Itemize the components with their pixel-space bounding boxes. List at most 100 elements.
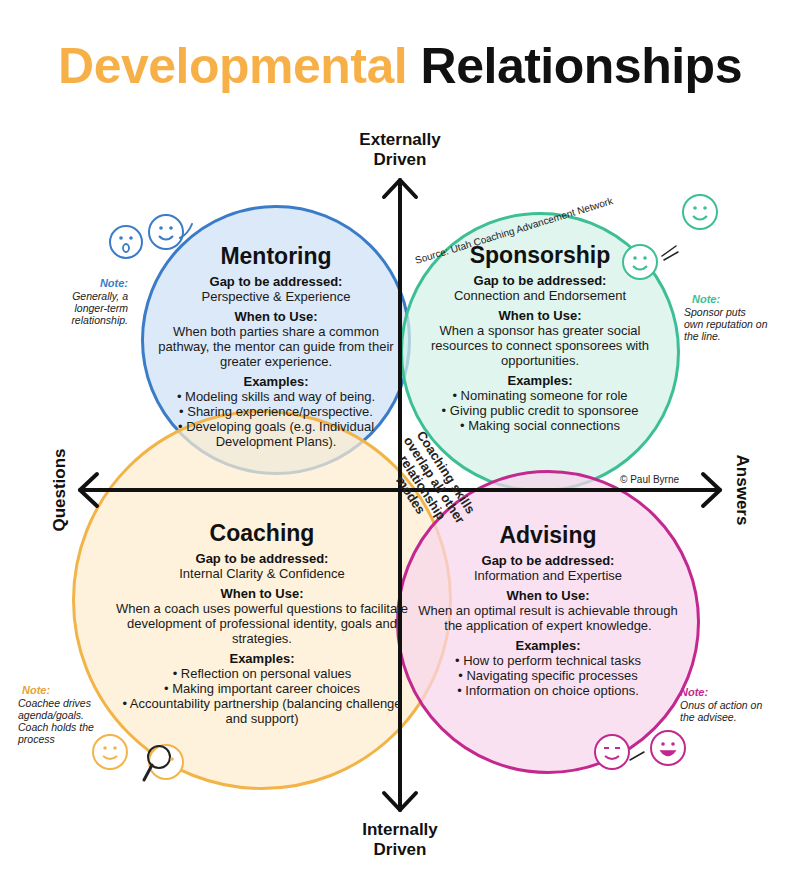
note-text: Generally, a longer-term relationship. (46, 290, 128, 326)
circle-shape (143, 207, 410, 474)
arrow-head (384, 180, 416, 197)
arrow-head (80, 474, 97, 506)
face-eye (169, 226, 173, 230)
face-eye (661, 742, 665, 746)
axis-label: Questions (50, 448, 70, 531)
face-eye (170, 757, 174, 761)
face-outline (595, 735, 629, 769)
body-text: When both parties share a common pathway… (158, 324, 394, 369)
face-outline (149, 745, 183, 779)
arrow-head (384, 793, 416, 810)
copyright-note: © Paul Byrne (620, 474, 679, 486)
body-text: Internal Clarity & Confidence (116, 566, 408, 581)
face-mouth (123, 244, 129, 252)
coaching-circle: CoachingGap to be addressed:Internal Cla… (72, 410, 452, 790)
section-label: Gap to be addressed: (158, 274, 394, 289)
section-label: Gap to be addressed: (116, 551, 408, 566)
section-label: Gap to be addressed: (417, 553, 679, 568)
face-mouth (633, 266, 647, 270)
face-icon (144, 745, 183, 780)
face-outline (651, 731, 685, 765)
note-text: Sponsor puts own reputation on the line. (684, 306, 768, 342)
face-icon (623, 245, 678, 279)
face-mouth (693, 216, 707, 220)
title-area: Developmental Relationships (0, 36, 800, 96)
section-label: When to Use: (417, 588, 679, 603)
body-text: Information and Expertise (417, 568, 679, 583)
section-label: Gap to be addressed: (415, 273, 665, 288)
body-text: • Developing goals (e.g. Individual Deve… (158, 419, 394, 449)
face-eye (693, 206, 697, 210)
circle-text: AdvisingGap to be addressed:Information … (417, 522, 679, 698)
body-text: • Giving public credit to sponsoree (415, 403, 665, 418)
section-label: When to Use: (116, 586, 408, 601)
arrow-head (703, 474, 720, 506)
axis-arrows (80, 180, 720, 810)
body-text: • Sharing experience/perspective. (158, 404, 394, 419)
axis-label: Internally Driven (350, 820, 450, 860)
body-text: • Information on choice options. (417, 683, 679, 698)
pointing-hand (630, 752, 644, 760)
face-icon (595, 735, 644, 769)
circle-text: SponsorshipGap to be addressed:Connectio… (415, 242, 665, 433)
axis-label: Externally Driven (350, 130, 450, 170)
circle-heading: Coaching (116, 520, 408, 546)
body-text: • Modeling skills and way of being. (158, 389, 394, 404)
body-text: • Accountability partnership (balancing … (116, 696, 408, 726)
face-eye (703, 206, 707, 210)
circle-shape (74, 412, 451, 789)
face-mouth (103, 756, 117, 759)
body-text: • Nominating someone for role (415, 388, 665, 403)
note-text: Coachee drives agenda/goals. Coach holds… (18, 697, 106, 745)
face-eye (671, 742, 675, 746)
axis-label: Answers (732, 455, 752, 526)
face-mouth (661, 751, 675, 756)
face-outline (683, 195, 717, 229)
circle-text: MentoringGap to be addressed:Perspective… (158, 243, 394, 449)
section-label: Examples: (417, 638, 679, 653)
face-icon (651, 731, 685, 765)
face-eye (129, 236, 133, 240)
section-label: When to Use: (415, 308, 665, 323)
note-text: Onus of action on the advisee. (680, 699, 766, 723)
face-eye (119, 236, 123, 240)
body-text: Connection and Endorsement (415, 288, 665, 303)
body-text: Perspective & Experience (158, 289, 394, 304)
section-label: Examples: (116, 651, 408, 666)
body-text: When an optimal result is achievable thr… (417, 603, 679, 633)
face-eye (604, 747, 620, 749)
face-eye (633, 256, 637, 260)
face-outline (93, 735, 127, 769)
face-icon (683, 195, 717, 229)
face-outline (110, 226, 142, 258)
body-text: • Making important career choices (116, 681, 408, 696)
handshake-stroke (662, 246, 678, 260)
face-eye (159, 226, 163, 230)
body-text: When a coach uses powerful questions to … (116, 601, 408, 646)
face-icon (93, 735, 127, 769)
note-heading: Note: (60, 277, 128, 289)
note-heading: Note: (680, 686, 740, 698)
face-icon (149, 215, 192, 249)
magnifier-handle (144, 765, 152, 780)
face-eye (643, 256, 647, 260)
face-mouth (605, 756, 619, 759)
body-text: • Reflection on personal values (116, 666, 408, 681)
body-text: • Making social connections (415, 418, 665, 433)
face-eye (113, 746, 117, 750)
body-text: • How to perform technical tasks (417, 653, 679, 668)
face-icon (110, 226, 142, 258)
note-heading: Note: (22, 684, 82, 696)
title-text: Developmental Relationships (58, 36, 742, 96)
section-label: When to Use: (158, 309, 394, 324)
body-text: When a sponsor has greater social resour… (415, 323, 665, 368)
note-heading: Note: (692, 293, 752, 305)
hand-stroke (180, 224, 192, 238)
body-text: • Navigating specific processes (417, 668, 679, 683)
face-eye (103, 746, 107, 750)
section-label: Examples: (415, 373, 665, 388)
face-mouth (159, 236, 173, 240)
face-outline (149, 215, 183, 249)
circle-heading: Mentoring (158, 243, 394, 269)
